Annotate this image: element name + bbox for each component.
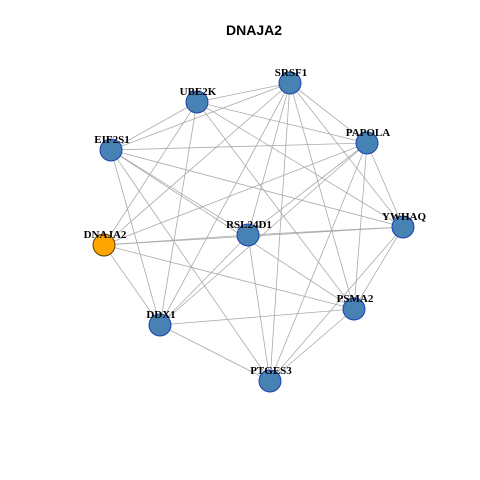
edge-dnaja2-psma2 <box>103 244 355 310</box>
edge-eif2s1-psma2 <box>110 149 355 310</box>
edge-srsf1-ptges3 <box>269 82 291 382</box>
edge-rsl24d1-dnaja2 <box>103 234 249 246</box>
edge-eif2s1-ptges3 <box>110 149 271 382</box>
node-label-ywhaq: YWHAQ <box>382 211 426 223</box>
edge-srsf1-papola <box>289 82 368 144</box>
edge-papola-ywhaq <box>366 142 404 228</box>
graph-title: DNAJA2 <box>226 22 282 38</box>
edge-eif2s1-ywhaq <box>110 149 404 228</box>
node-label-ptges3: PTGES3 <box>250 365 292 377</box>
edge-layer <box>103 82 404 382</box>
edge-ube2k-psma2 <box>196 101 355 310</box>
node-label-dnaja2: DNAJA2 <box>84 229 127 241</box>
edge-ube2k-dnaja2 <box>103 101 198 246</box>
edge-papola-rsl24d1 <box>247 142 368 236</box>
node-eif2s1[interactable] <box>99 138 123 162</box>
node-papola[interactable] <box>355 131 379 155</box>
node-layer <box>92 71 415 393</box>
node-label-ube2k: UBE2K <box>180 86 217 98</box>
edge-ptges3-psma2 <box>269 308 355 382</box>
edge-srsf1-dnaja2 <box>103 82 291 246</box>
node-label-eif2s1: EIF2S1 <box>94 134 129 146</box>
edge-ddx1-ptges3 <box>159 324 271 382</box>
node-ddx1[interactable] <box>148 313 172 337</box>
node-rsl24d1[interactable] <box>236 223 260 247</box>
edge-ube2k-eif2s1 <box>110 101 198 151</box>
node-srsf1[interactable] <box>278 71 302 95</box>
edge-rsl24d1-ptges3 <box>247 234 271 382</box>
node-ube2k[interactable] <box>185 90 209 114</box>
edge-papola-ptges3 <box>269 142 368 382</box>
edge-srsf1-rsl24d1 <box>247 82 291 236</box>
edge-dnaja2-ddx1 <box>103 244 161 326</box>
node-label-papola: PAPOLA <box>346 127 390 139</box>
edge-srsf1-eif2s1 <box>110 82 291 151</box>
edge-papola-dnaja2 <box>103 142 368 246</box>
node-label-psma2: PSMA2 <box>337 293 374 305</box>
node-label-rsl24d1: RSL24D1 <box>226 219 272 231</box>
edge-srsf1-psma2 <box>289 82 355 310</box>
node-ptges3[interactable] <box>258 369 282 393</box>
node-label-srsf1: SRSF1 <box>275 67 307 79</box>
edge-srsf1-ddx1 <box>159 82 291 326</box>
node-psma2[interactable] <box>342 297 366 321</box>
edge-srsf1-ywhaq <box>289 82 404 228</box>
edge-papola-eif2s1 <box>110 142 368 151</box>
edge-eif2s1-ddx1 <box>110 149 161 326</box>
node-ywhaq[interactable] <box>391 215 415 239</box>
edge-eif2s1-rsl24d1 <box>110 149 249 236</box>
node-dnaja2[interactable] <box>92 233 116 257</box>
edge-ube2k-ddx1 <box>159 101 198 326</box>
edge-ywhaq-ptges3 <box>269 226 404 382</box>
edge-ube2k-ywhaq <box>196 101 404 228</box>
edge-ddx1-psma2 <box>159 308 355 326</box>
edge-srsf1-ube2k <box>196 82 291 103</box>
edge-rsl24d1-ddx1 <box>159 234 249 326</box>
edge-papola-psma2 <box>353 142 368 310</box>
edge-ube2k-papola <box>196 101 368 144</box>
node-label-ddx1: DDX1 <box>146 309 175 321</box>
edge-ywhaq-psma2 <box>353 226 404 310</box>
